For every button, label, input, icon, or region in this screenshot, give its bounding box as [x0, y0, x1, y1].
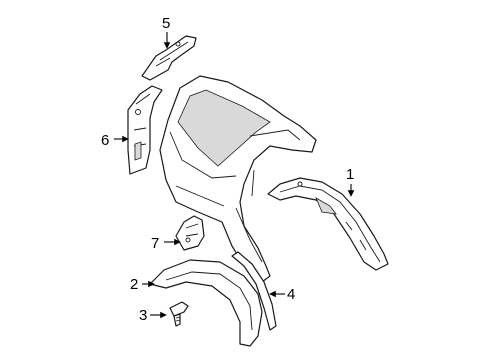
callout-3: 3 [139, 307, 147, 324]
callout-7: 7 [151, 235, 159, 252]
part-6-pillar-reinforcement [127, 85, 163, 175]
part-3-fastener [169, 301, 189, 327]
leader-lines [114, 32, 355, 319]
callout-6: 6 [101, 132, 109, 149]
part-5-upper-bracket [141, 35, 197, 81]
quarter-inner-panel [159, 75, 317, 283]
part-7-small-bracket [175, 215, 205, 251]
part-1-wheelhouse-outer [267, 177, 389, 271]
callout-1: 1 [346, 166, 354, 183]
callout-2: 2 [130, 276, 138, 293]
callout-4: 4 [287, 286, 295, 303]
part-4-molding-strip [231, 251, 277, 331]
callout-5: 5 [162, 15, 170, 32]
part-2-wheelhouse-liner [149, 259, 263, 347]
